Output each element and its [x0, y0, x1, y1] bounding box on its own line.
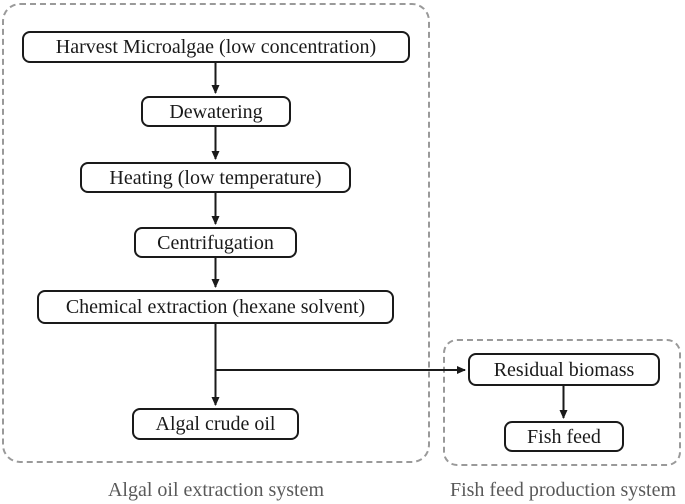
node-fish-feed: Fish feed	[504, 421, 624, 452]
node-algal-crude-oil: Algal crude oil	[132, 408, 299, 440]
fish-feed-production-container	[443, 339, 681, 466]
node-centrifugation: Centrifugation	[134, 227, 297, 258]
node-residual-biomass: Residual biomass	[468, 353, 660, 386]
node-harvest-microalgae: Harvest Microalgae (low concentration)	[22, 31, 410, 63]
caption-fish-feed-production-system: Fish feed production system	[449, 479, 677, 501]
algal-oil-extraction-container	[2, 3, 430, 463]
node-heating: Heating (low temperature)	[80, 162, 351, 193]
node-dewatering: Dewatering	[141, 96, 291, 127]
node-chemical-extraction: Chemical extraction (hexane solvent)	[37, 290, 394, 324]
caption-algal-oil-extraction-system: Algal oil extraction system	[107, 479, 325, 501]
